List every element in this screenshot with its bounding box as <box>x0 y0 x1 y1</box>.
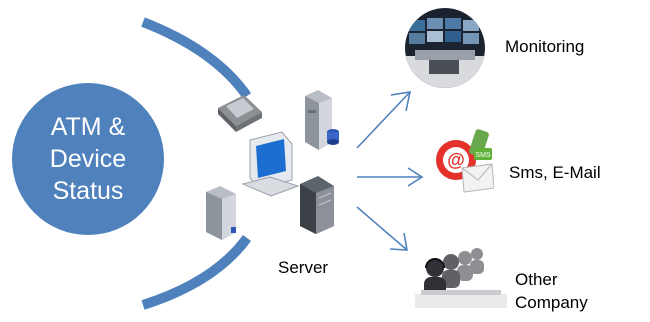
other-company-label-line1: Other <box>515 270 558 289</box>
arrow-to-other-company <box>356 206 408 251</box>
sms-email-label: Sms, E-Mail <box>509 163 601 182</box>
monitoring-room-photo <box>405 8 485 88</box>
email-sms-icon: @ SMS <box>436 129 494 193</box>
upper-arc <box>141 17 252 99</box>
desktop-computer-icon <box>241 131 300 197</box>
status-line-2: Device <box>49 145 127 173</box>
other-company-label-line2: Company <box>515 293 588 312</box>
server-tower-icon <box>300 176 334 234</box>
call-center-agents-icon <box>415 248 507 308</box>
monitoring-label: Monitoring <box>505 37 585 56</box>
pos-terminal-icon <box>218 95 262 132</box>
server-tower-icon <box>305 90 339 150</box>
arrow-to-sms-email <box>357 167 424 187</box>
atm-device-status-circle: ATM & Device Status <box>12 83 164 235</box>
status-line-1: ATM & <box>50 113 126 141</box>
arrow-to-monitoring <box>356 91 412 149</box>
svg-text:SMS: SMS <box>475 152 491 159</box>
server-tower-icon <box>206 186 236 240</box>
svg-text:@: @ <box>447 150 465 170</box>
status-line-3: Status <box>52 177 124 205</box>
lower-arc <box>141 235 252 310</box>
server-label: Server <box>278 258 329 277</box>
